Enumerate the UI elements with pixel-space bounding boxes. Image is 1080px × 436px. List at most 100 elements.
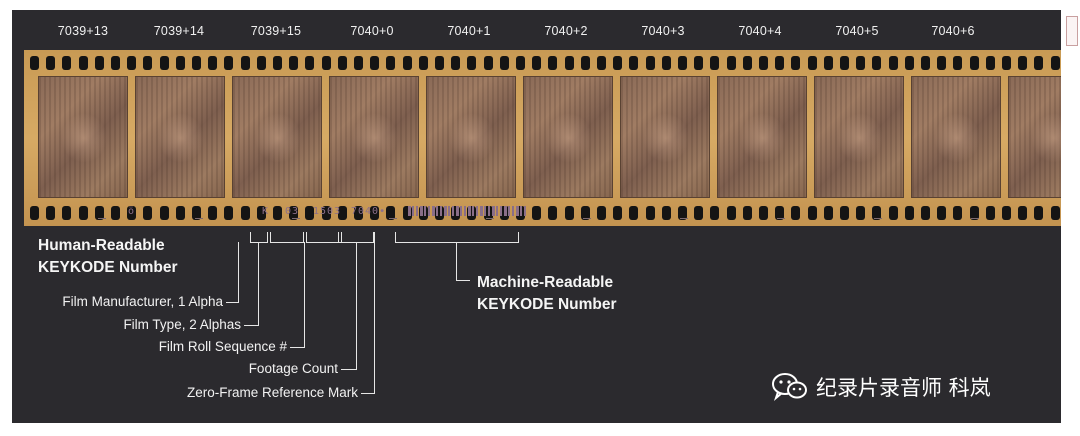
perforation-hole xyxy=(240,206,250,220)
leader-roll-sequence-v xyxy=(304,242,305,347)
perforation-hole xyxy=(143,56,153,70)
frame-figure xyxy=(352,113,398,163)
barcode-bar xyxy=(504,206,507,216)
perforation-hole xyxy=(678,56,687,70)
perforation-hole xyxy=(532,206,542,220)
perforation-hole xyxy=(661,206,671,220)
perforation-hole xyxy=(354,56,363,70)
perforation-hole xyxy=(289,56,299,70)
frame-figure xyxy=(740,113,786,163)
perforation-hole xyxy=(645,206,655,220)
machine-readable-title: Machine-Readable KEYKODE Number xyxy=(477,272,617,316)
perforation-hole xyxy=(888,56,898,70)
perforation-hole xyxy=(175,206,185,220)
perforation-hole xyxy=(775,206,785,220)
leader-film-type-h xyxy=(244,325,259,326)
frame-line-mark xyxy=(195,218,203,219)
perforation-hole xyxy=(985,206,995,220)
perforation-hole xyxy=(305,56,315,70)
perforation-hole xyxy=(499,56,509,70)
diagram-panel: 7039+13 7039+14 7039+15 7040+0 7040+1 70… xyxy=(12,10,1061,423)
perforation-hole xyxy=(321,56,331,70)
perforation-hole xyxy=(791,56,801,70)
film-frame-image xyxy=(426,76,516,198)
perforation-hole xyxy=(791,206,801,220)
perforation-hole xyxy=(354,206,363,220)
perforation-hole xyxy=(904,206,914,220)
barcode-bar xyxy=(416,206,418,216)
leader-footage-v xyxy=(356,242,357,369)
perforation-hole xyxy=(759,56,768,70)
frame-number: 7039+14 xyxy=(153,24,205,38)
perforation-hole xyxy=(273,206,282,220)
frame-number: 7040+0 xyxy=(350,24,394,38)
perforation-hole xyxy=(1034,206,1044,220)
perforation-hole xyxy=(807,56,817,70)
frame-line-mark xyxy=(874,218,882,219)
perforation-hole xyxy=(694,206,704,220)
frame-number: 7040+4 xyxy=(738,24,782,38)
barcode-bar xyxy=(472,206,474,216)
perforation-hole xyxy=(289,206,299,220)
perforation-hole xyxy=(840,206,849,220)
barcode-bar xyxy=(516,206,519,216)
callout-footage-count: Footage Count xyxy=(248,361,338,376)
perforation-hole xyxy=(386,56,396,70)
perforation-hole xyxy=(710,206,720,220)
perforation-hole xyxy=(937,206,947,220)
edge-footage-count-code: 7040• xyxy=(351,206,387,217)
frame-number: 7040+3 xyxy=(641,24,685,38)
perforation-hole xyxy=(888,206,898,220)
perforation-hole xyxy=(30,206,39,220)
perforation-hole xyxy=(46,206,56,220)
barcode-bar xyxy=(488,206,490,216)
perforation-hole xyxy=(807,206,817,220)
callout-film-type: Film Type, 2 Alphas xyxy=(123,317,241,332)
leader-zero-frame-v xyxy=(374,242,375,393)
perforation-hole xyxy=(953,56,963,70)
perforation-hole xyxy=(548,206,558,220)
perforation-hole xyxy=(629,206,639,220)
perforation-hole xyxy=(985,56,995,70)
perforation-hole xyxy=(370,56,380,70)
leader-manufacturer-v xyxy=(238,242,239,302)
barcode-bar xyxy=(492,206,495,216)
perforation-hole xyxy=(402,56,412,70)
perforation-hole xyxy=(661,56,671,70)
human-readable-title-line1: Human-Readable xyxy=(38,237,165,254)
perforation-hole xyxy=(597,206,606,220)
zero-frame-tick xyxy=(374,232,375,242)
perforation-hole xyxy=(78,56,88,70)
perforation-hole xyxy=(969,56,979,70)
film-frame-image xyxy=(329,76,419,198)
frame-line-mark xyxy=(98,218,106,219)
human-readable-title: Human-Readable KEYKODE Number xyxy=(38,235,178,279)
perforation-hole xyxy=(872,56,882,70)
leader-film-type-v xyxy=(258,242,259,325)
perforation-hole xyxy=(613,56,623,70)
film-frame-image xyxy=(232,76,322,198)
machine-readable-title-line1: Machine-Readable xyxy=(477,274,614,291)
barcode-bar xyxy=(448,206,450,216)
perforation-hole xyxy=(111,56,120,70)
barcode-bar xyxy=(524,206,526,216)
perforation-hole xyxy=(451,56,461,70)
barcode-bar xyxy=(452,206,454,216)
leader-manufacturer-h xyxy=(226,302,239,303)
perforation-hole xyxy=(1050,56,1060,70)
film-frame-image xyxy=(38,76,128,198)
perforation-hole xyxy=(127,56,137,70)
perforation-hole xyxy=(111,206,120,220)
frame-number: 7039+15 xyxy=(250,24,302,38)
perforation-hole xyxy=(645,56,655,70)
barcode-bar xyxy=(436,206,438,216)
watermark-text: 纪录片录音师 科岚 xyxy=(816,376,991,400)
frame-figure xyxy=(255,113,301,163)
frame-number-row: 7039+13 7039+14 7039+15 7040+0 7040+1 70… xyxy=(12,10,1061,50)
callout-roll-sequence: Film Roll Sequence # xyxy=(158,339,287,354)
perforation-hole xyxy=(94,206,104,220)
perforation-hole xyxy=(580,56,590,70)
perforation-hole xyxy=(1018,206,1028,220)
film-type-bracket xyxy=(270,232,304,243)
barcode-bar xyxy=(468,206,471,216)
